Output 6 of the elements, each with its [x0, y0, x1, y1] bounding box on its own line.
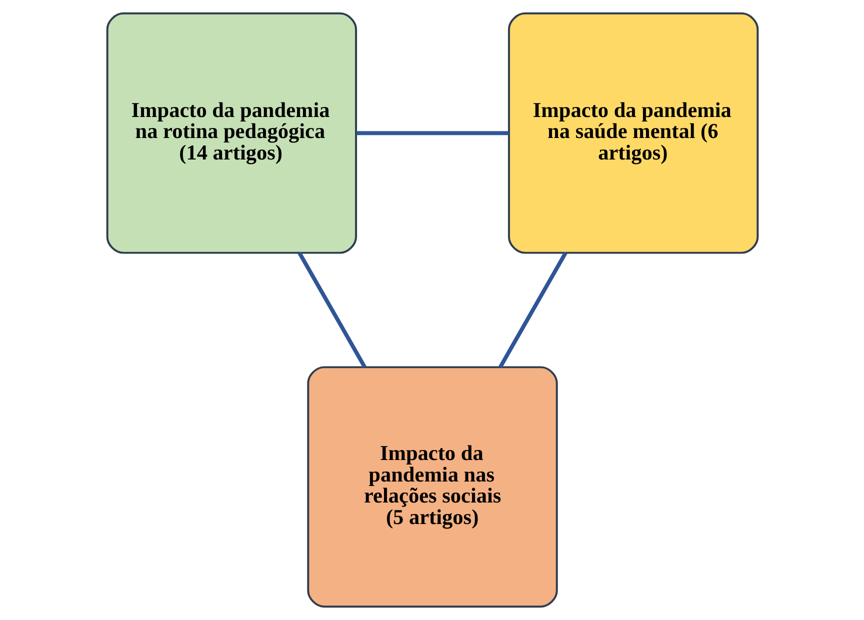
- node-box: Impacto da pandemia nas relações sociais (5 artigos): [306, 366, 558, 608]
- connector: [297, 252, 366, 368]
- connector: [356, 131, 508, 136]
- node-box: Impacto da pandemia na saúde mental (6 artigos): [507, 12, 758, 254]
- node-box: Impacto da pandemia na rotina pedagógica (14 artigos): [106, 12, 357, 254]
- connector: [498, 252, 567, 368]
